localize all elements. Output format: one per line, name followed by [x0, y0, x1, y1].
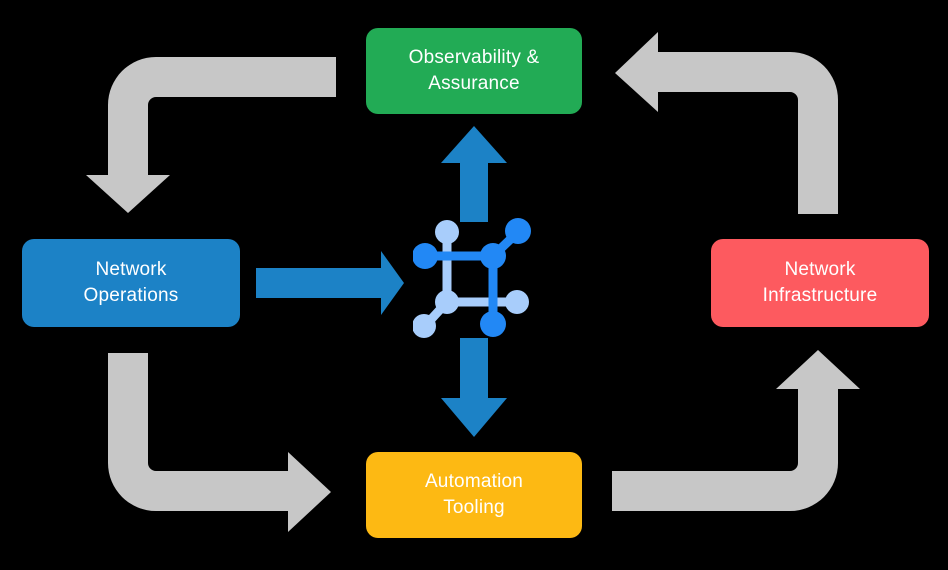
blue-arrow-hub-to-observability — [441, 126, 507, 222]
node-label-observability: Observability & Assurance — [408, 47, 540, 94]
node-box-network-infrastructure[interactable]: Network Infrastructure — [711, 239, 929, 327]
node-box-network-operations[interactable]: Network Operations — [22, 239, 240, 327]
hub-node-top-light — [435, 220, 459, 244]
hub-node-left-dark — [413, 243, 438, 269]
node-label-network-operations: Network Operations — [83, 259, 179, 306]
hub-node-junction-dark — [480, 243, 506, 269]
node-box-observability[interactable]: Observability & Assurance — [366, 28, 582, 114]
hub-node-top-right-dark — [505, 218, 531, 244]
gray-arrow-infrastructure-to-observability — [615, 32, 838, 214]
blue-arrow-hub-to-automation — [441, 338, 507, 437]
hub-node-bottom-dark — [480, 311, 506, 337]
hub-node-center-light — [435, 290, 459, 314]
network-topology-icon — [413, 218, 531, 338]
gray-arrow-operations-to-automation — [108, 353, 331, 532]
node-label-network-infrastructure: Network Infrastructure — [762, 259, 878, 306]
gray-arrow-automation-to-infrastructure — [612, 350, 860, 511]
hub-node-bottom-left-light — [413, 314, 436, 338]
gray-arrow-observability-to-operations — [86, 57, 336, 213]
node-box-automation-tooling[interactable]: Automation Tooling — [366, 452, 582, 538]
blue-arrow-operations-to-hub — [256, 251, 404, 315]
node-label-automation-tooling: Automation Tooling — [424, 471, 524, 518]
hub-node-right-light — [505, 290, 529, 314]
